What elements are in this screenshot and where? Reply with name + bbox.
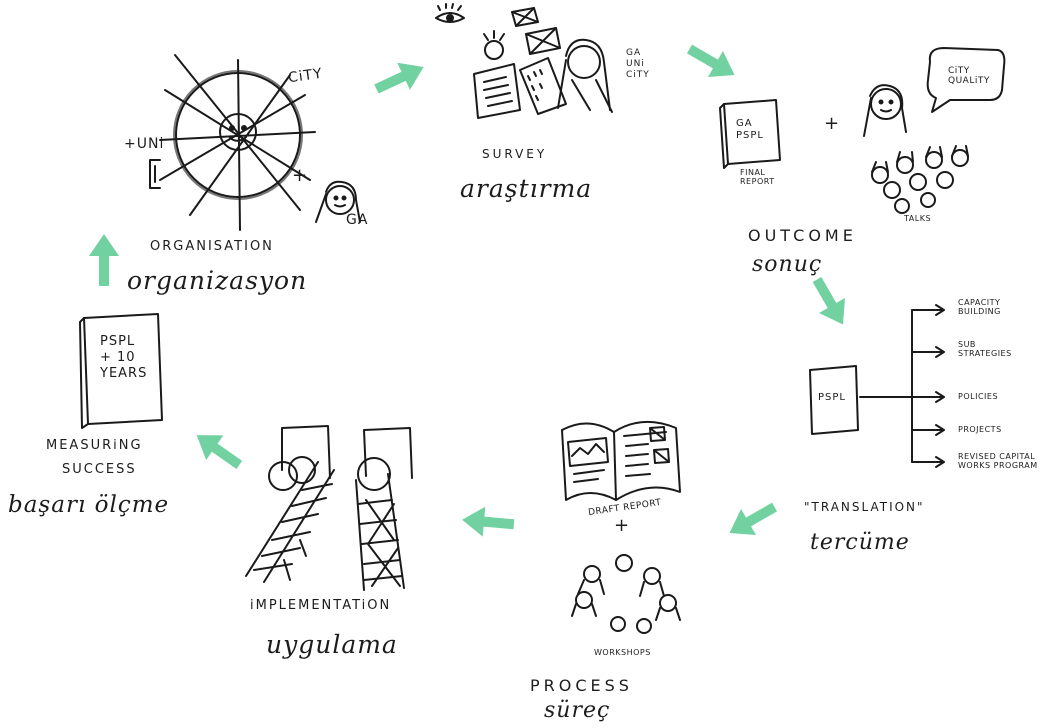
translation-translation: tercüme — [810, 530, 910, 555]
process-translation: süreç — [544, 698, 611, 723]
measuring-label: MEASURiNG — [46, 438, 143, 453]
outcome-plus: + — [824, 113, 841, 134]
audience-icon — [871, 145, 969, 214]
success-label: SUCCESS — [62, 462, 137, 477]
outcome-translation: sonuç — [752, 252, 823, 277]
pspl-10-years-text: PSPL + 10 YEARS — [100, 334, 148, 381]
arrow-icon — [729, 502, 778, 535]
translation-branches — [859, 304, 945, 468]
survey-translation: araştırma — [460, 174, 593, 203]
implementation-translation: uygulama — [266, 630, 398, 659]
pspl-doc-label: PSPL — [818, 392, 846, 403]
bubble-text: CiTY QUALiTY — [948, 66, 990, 86]
branch-policies: POLICIES — [958, 392, 999, 401]
branch-revised-capital-works: REVISED CAPITAL WORKS PROGRAM — [958, 452, 1038, 470]
arrow-icon — [89, 234, 119, 286]
lightbulb-icon — [483, 30, 505, 60]
translation-label: "TRANSLATION" — [804, 500, 925, 514]
workshops-label: WORKSHOPS — [594, 648, 651, 657]
uni-label: +UNi — [124, 136, 165, 152]
arrow-icon — [196, 435, 243, 470]
branch-sub-strategies: SUB STRATEGIES — [958, 340, 1012, 358]
process-plus: + — [614, 515, 631, 536]
plus-sign: + — [292, 165, 309, 186]
survey-documents-icon — [473, 7, 613, 119]
talks-label: TALKS — [904, 214, 932, 223]
arrow-icon — [812, 276, 845, 325]
speaker-icon — [863, 84, 907, 137]
pspl-document-icon — [809, 365, 859, 435]
eye-icon — [435, 3, 465, 23]
arrow-icon — [462, 506, 515, 537]
pspl-plus-10-years-icon — [79, 313, 163, 429]
arrow-icon — [374, 62, 424, 94]
person-icon — [315, 180, 361, 223]
implementation-label: iMPLEMENTATiON — [250, 598, 392, 613]
arrow-icon — [686, 44, 735, 77]
organisation-label: ORGANISATION — [150, 239, 274, 254]
flow-arrows — [89, 44, 845, 537]
city-label: CiTY — [287, 65, 324, 87]
workshop-people-icon — [571, 554, 681, 634]
final-report-title: GA PSPL — [736, 118, 764, 141]
measuring-translation: başarı ölçme — [8, 492, 170, 518]
survey-label: SURVEY — [482, 147, 548, 161]
draft-report-icon — [561, 420, 681, 501]
final-report-icon — [719, 99, 781, 169]
organisation-translation: organizasyon — [127, 266, 308, 295]
university-icon — [149, 159, 161, 189]
speech-bubble-icon — [926, 47, 1006, 113]
process-label: PROCESS — [530, 676, 633, 695]
ladder-icon — [245, 425, 335, 583]
ladder-icon — [355, 427, 413, 591]
outcome-label: OUTCOME — [748, 226, 857, 245]
branch-capacity-building: CAPACITY BUILDING — [958, 298, 1001, 316]
organisation-network-icon — [159, 54, 316, 231]
final-report-caption: FINAL REPORT — [740, 168, 775, 186]
survey-notes: GA UNi CiTY — [626, 48, 650, 80]
ga-label: GA — [346, 212, 369, 228]
branch-projects: PROJECTS — [958, 425, 1002, 434]
